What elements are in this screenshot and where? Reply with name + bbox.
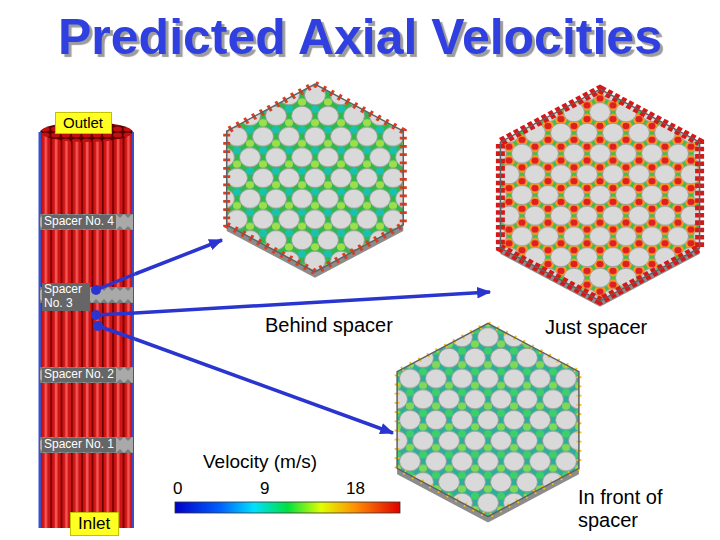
- inlet-box: Inlet: [70, 512, 119, 536]
- cross-section-view: In front of spacer: [393, 305, 678, 537]
- velocity-section: [397, 323, 579, 516]
- port-label: Inlet: [78, 514, 111, 534]
- axis-title: Velocity (m/s): [203, 452, 317, 473]
- arrow-connector: [135, 292, 490, 313]
- bundle-edge: [39, 132, 42, 528]
- fuel-bundle-drawing: [40, 122, 135, 528]
- spacer-label: Spacer No. 2: [42, 368, 116, 382]
- spacer-label: Spacer No. 1: [42, 438, 116, 452]
- bundle-edge: [132, 132, 134, 528]
- view-label: Behind spacer: [265, 314, 393, 337]
- section-rim: [397, 329, 579, 522]
- pointer-stub: [96, 313, 135, 315]
- spacer-label: Spacer No. 3: [42, 283, 90, 311]
- fuel-bundle: Spacer No. 4 Spacer No. 3 Spacer No. 2 Spac…: [38, 112, 135, 538]
- spacer-label: Spacer No. 4: [42, 215, 116, 229]
- pointer-stub: [98, 326, 135, 339]
- spacer-grid: [40, 437, 133, 453]
- spacer-grid: [40, 214, 133, 230]
- location-dot: [91, 310, 101, 320]
- location-dot: [93, 321, 103, 331]
- cross-section-view: Just spacer: [490, 72, 712, 344]
- tick-label: 9: [260, 480, 269, 499]
- tick-label: 0: [173, 480, 182, 499]
- outlet-box: Outlet: [55, 112, 112, 134]
- location-dot: [91, 285, 101, 295]
- velocity-section: [500, 89, 699, 301]
- view-label: In front of spacer: [578, 486, 678, 532]
- diagram-title: Predicted Axial Velocities: [0, 10, 720, 65]
- velocity-section: [227, 84, 404, 272]
- section-rim: [500, 95, 699, 307]
- arrow-connector: [135, 240, 222, 274]
- view-label: Just spacer: [545, 316, 647, 339]
- rod-bundle: [40, 132, 133, 528]
- section-rim: [227, 90, 404, 278]
- color-bar: [175, 502, 400, 513]
- arrow-connector: [135, 339, 393, 433]
- port-label: Outlet: [63, 114, 104, 131]
- tick-label: 18: [346, 480, 365, 499]
- cross-section-view: Behind spacer: [222, 78, 412, 340]
- pointer-stub: [96, 274, 135, 290]
- spacer-grid: [40, 367, 133, 383]
